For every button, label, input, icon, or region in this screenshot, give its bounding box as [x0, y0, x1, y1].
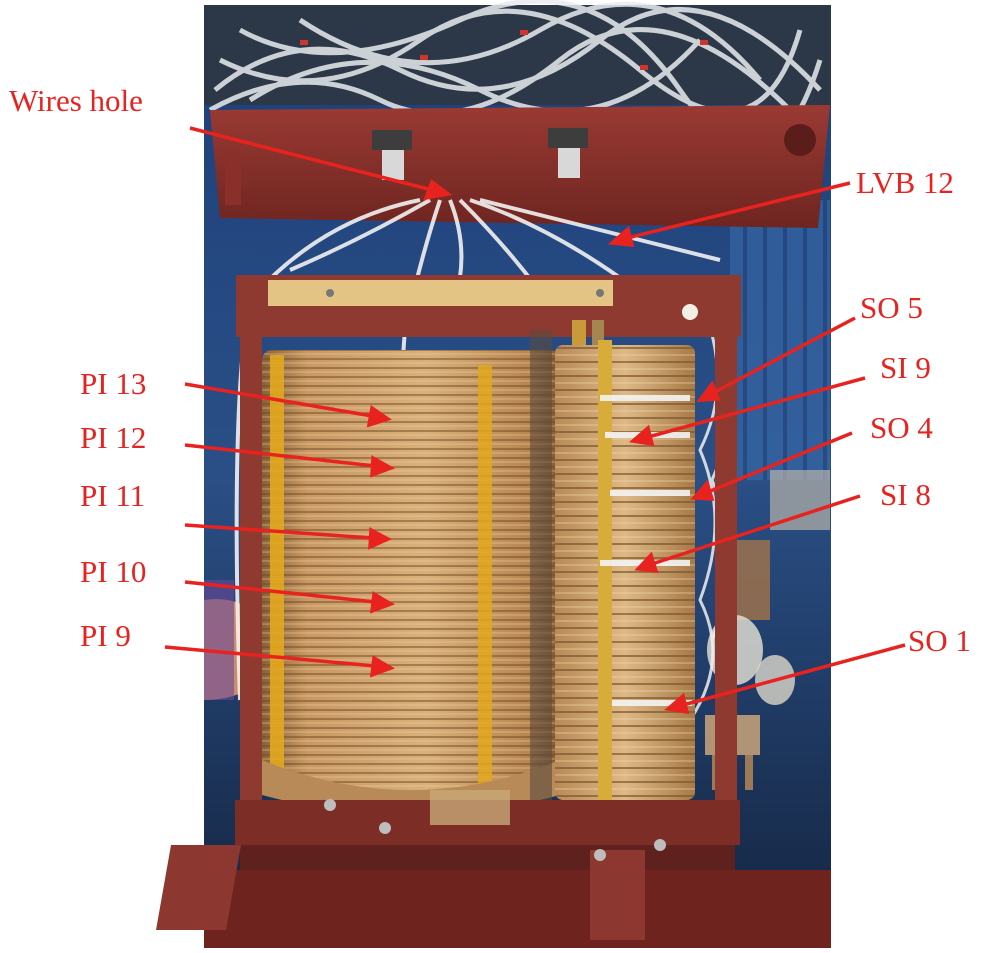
label-lvb-12: LVB 12: [856, 165, 954, 200]
label-wires-hole: Wires hole: [9, 83, 143, 118]
label-pi-12: PI 12: [80, 420, 147, 455]
label-si-8: SI 8: [880, 477, 931, 512]
label-pi-10: PI 10: [80, 554, 147, 589]
label-pi-9: PI 9: [80, 618, 131, 653]
label-so-4: SO 4: [870, 410, 933, 445]
label-pi-13: PI 13: [80, 366, 147, 401]
label-si-9: SI 9: [880, 350, 931, 385]
label-so-1: SO 1: [908, 623, 971, 658]
label-so-5: SO 5: [860, 290, 923, 325]
label-pi-11: PI 11: [80, 478, 146, 513]
